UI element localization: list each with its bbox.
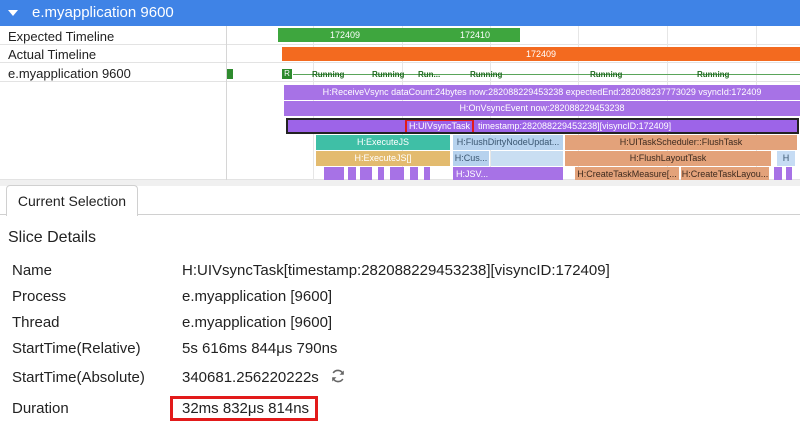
row-label-actual-timeline: Actual Timeline [8, 47, 97, 62]
field-value-start-absolute: 340681.256220222s [182, 369, 319, 386]
slice-receive-vsync[interactable]: H:ReceiveVsync dataCount:24bytes now:282… [284, 85, 800, 100]
process-header[interactable]: e.myapplication 9600 [0, 0, 800, 26]
slice-create-task-layout[interactable]: H:CreateTaskLayou... [681, 167, 769, 182]
slice-ui-vsync-task-name: H:UIVsyncTask [405, 120, 475, 132]
thread-state-running[interactable]: Running [372, 70, 405, 79]
slice-on-vsync-event[interactable]: H:OnVsyncEvent now:282088229453238 [284, 101, 800, 116]
actual-frame-label: 172409 [525, 49, 557, 59]
slice-h[interactable]: H [777, 151, 795, 166]
field-value-process: e.myapplication [9600] [182, 288, 333, 305]
field-label-start-absolute: StartTime(Absolute) [12, 369, 145, 386]
thread-state-r[interactable]: R [282, 69, 292, 79]
thread-state-running[interactable]: Running [697, 70, 730, 79]
expected-frame-bar[interactable]: 172409 172410 [278, 28, 520, 42]
thread-state-running[interactable]: Running [470, 70, 503, 79]
field-label-name: Name [12, 262, 53, 279]
duration-highlight-box [170, 396, 318, 421]
row-label-process-thread: e.myapplication 9600 [8, 66, 131, 81]
collapse-triangle-icon[interactable] [8, 10, 18, 16]
field-value-name: H:UIVsyncTask[timestamp:282088229453238]… [182, 262, 610, 279]
slice-jsv[interactable]: H:JSV... [453, 167, 563, 182]
process-header-title: e.myapplication 9600 [32, 4, 174, 21]
expected-frame-label-1: 172409 [330, 30, 361, 40]
field-label-duration: Duration [12, 400, 69, 417]
refresh-icon[interactable] [330, 368, 346, 384]
slice-ui-vsync-task-args: timestamp:282088229453238][visyncID:1724… [478, 121, 672, 131]
section-title: Slice Details [8, 229, 97, 246]
field-value-thread: e.myapplication [9600] [182, 314, 333, 331]
field-label-process: Process [12, 288, 67, 305]
thread-state-running[interactable]: Running [312, 70, 345, 79]
slice-execute-js-2[interactable]: H:ExecuteJS[] [316, 151, 450, 166]
expected-frame-label-2: 172410 [460, 30, 491, 40]
slice-ui-vsync-task[interactable]: H:UIVsyncTask timestamp:282088229453238]… [286, 118, 799, 134]
thread-state-running[interactable]: Running [590, 70, 623, 79]
field-value-start-relative: 5s 616ms 844μs 790ns [182, 340, 338, 357]
slice-execute-js[interactable]: H:ExecuteJS [316, 135, 450, 150]
slice-flush-task[interactable]: H:UITaskScheduler::FlushTask [565, 135, 797, 150]
row-label-expected-timeline: Expected Timeline [8, 29, 115, 44]
field-label-thread: Thread [12, 314, 60, 331]
slice-flush-layout-task[interactable]: H:FlushLayoutTask [565, 151, 771, 166]
slice-custom[interactable]: H:Cus... [453, 151, 489, 166]
field-label-start-relative: StartTime(Relative) [12, 340, 141, 357]
slice-flush-dirty-node[interactable]: H:FlushDirtyNodeUpdat... [453, 135, 563, 150]
thread-state-running-short[interactable]: Run... [418, 70, 441, 79]
tab-current-selection[interactable]: Current Selection [6, 185, 138, 216]
slice-create-task-measure[interactable]: H:CreateTaskMeasure[... [575, 167, 679, 182]
actual-frame-bar[interactable]: 172409 [282, 47, 800, 61]
field-value-duration: 32ms 832μs 814ns [182, 400, 310, 417]
